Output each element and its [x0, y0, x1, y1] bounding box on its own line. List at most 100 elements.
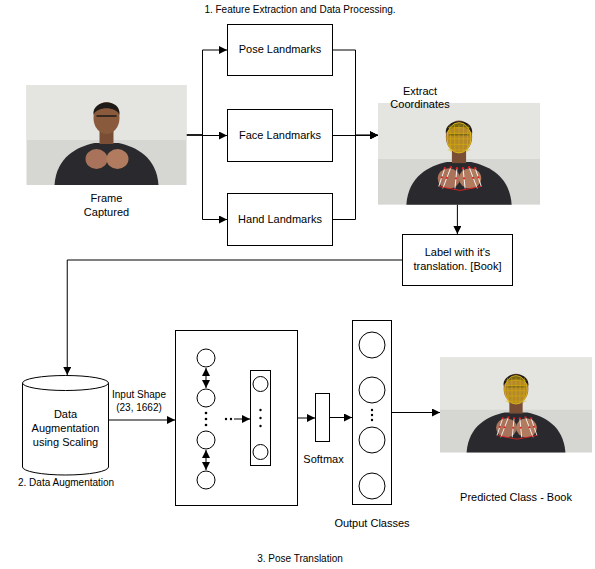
wall [378, 103, 540, 204]
hand-landmark [456, 167, 458, 169]
hand [516, 418, 537, 437]
wall-light [378, 103, 540, 159]
hand-landmark [528, 426, 530, 428]
face-mesh-lines [506, 377, 527, 403]
face-mesh [447, 123, 471, 153]
hand-landmark-line [520, 418, 522, 437]
hand-landmark [502, 417, 504, 419]
hand-landmark [530, 417, 532, 419]
hand-landmark [504, 426, 506, 428]
hand-landmark [463, 177, 465, 179]
hand-landmark [474, 167, 476, 169]
hand-landmark [520, 427, 522, 429]
dense-layer [251, 371, 271, 466]
output-neuron [359, 332, 385, 358]
caption: Softmax [292, 453, 356, 467]
ellipsis-dot [205, 418, 208, 421]
ellipsis-dot [205, 424, 208, 427]
hand-landmark [462, 167, 464, 169]
input-arrow [105, 420, 175, 421]
hand-landmark-line [455, 168, 457, 188]
hand [107, 149, 129, 169]
output-neuron [359, 473, 385, 499]
photo-illustration [35, 85, 178, 185]
wall [440, 358, 592, 453]
connector-arrow [333, 50, 378, 135]
caption: Extract Coordinates [384, 85, 456, 113]
wall [27, 85, 187, 185]
wall-light [27, 85, 187, 140]
hand-landmark [446, 177, 448, 179]
head [94, 102, 120, 134]
hand-landmark [444, 167, 446, 169]
section-heading: 3. Pose Translation [200, 553, 400, 566]
hand-landmark [455, 177, 457, 179]
ellipsis-dot [205, 412, 208, 415]
hand-landmark [524, 416, 526, 418]
wall-light [440, 358, 592, 410]
face-mesh [505, 376, 528, 405]
ellipsis-dot [371, 419, 373, 421]
recurrent-arrow [206, 368, 207, 388]
softmax-box: Softmax [315, 393, 330, 442]
photo-landmarks: Extract Coordinates [378, 118, 540, 190]
shirt [406, 162, 511, 205]
hand-landmark-line [443, 167, 451, 188]
process-box: Face Landmarks [227, 109, 333, 162]
box-label: Hand Landmarks [238, 213, 322, 227]
photo-prediction: Predicted Class - Book [440, 365, 592, 445]
ellipsis-dot [371, 409, 373, 411]
hand [86, 149, 108, 169]
hand-landmark-line [497, 435, 537, 439]
hand-landmark [533, 426, 535, 428]
caption: Predicted Class - Book [446, 491, 586, 505]
hand-landmark-line [463, 168, 465, 188]
neuron [197, 471, 215, 489]
ellipsis-dot [259, 425, 261, 427]
head [446, 121, 472, 153]
hand-landmark-line [512, 418, 514, 437]
ellipsis-dot [230, 418, 232, 420]
neuron [253, 377, 268, 392]
connector-arrow [67, 260, 402, 375]
box-label: Label with it's translation. [Book] [409, 246, 506, 274]
section-heading: 2. Data Augmentation [18, 477, 148, 490]
hand-landmark [499, 426, 501, 428]
output-layer: Output Classes [352, 320, 392, 505]
network-box [176, 331, 298, 506]
photo-illustration [378, 118, 540, 190]
hand-landmark [512, 427, 514, 429]
hand-landmark [477, 176, 479, 178]
box-label: Data Augmentation using Scaling [27, 408, 104, 449]
shirt [467, 413, 566, 453]
hand-landmark [441, 176, 443, 178]
caption: Output Classes [327, 517, 417, 531]
hand-landmark-line [475, 168, 481, 186]
shirt [55, 143, 159, 185]
connector-arrow [392, 412, 440, 413]
hand-landmark-line [531, 418, 537, 435]
process-box: Hand Landmarks [227, 193, 333, 246]
face-mesh-lines [448, 125, 470, 152]
hair [93, 103, 119, 115]
ellipsis-dot [259, 417, 261, 419]
hand-landmark [513, 417, 515, 419]
label-box: Label with it's translation. [Book] [402, 234, 513, 286]
ellipsis-dot [225, 418, 227, 420]
connector-arrow [330, 417, 352, 418]
ellipsis-dot [371, 414, 373, 416]
neuron [197, 431, 215, 449]
photo-illustration [440, 365, 592, 445]
hand-landmark [472, 177, 474, 179]
database-cylinder: Data Augmentation using Scaling [22, 375, 109, 475]
hand-landmark-line [497, 418, 503, 435]
output-neuron [359, 377, 385, 403]
hand [496, 418, 517, 437]
hand-landmark [450, 166, 452, 168]
hand-landmark [468, 166, 470, 168]
shape-label: Input Shape (23, 1662) [107, 389, 171, 414]
process-box: Pose Landmarks [227, 24, 333, 76]
hand-landmark [507, 416, 509, 418]
box-label: Pose Landmarks [239, 43, 322, 57]
hand-landmark-line [439, 186, 482, 190]
